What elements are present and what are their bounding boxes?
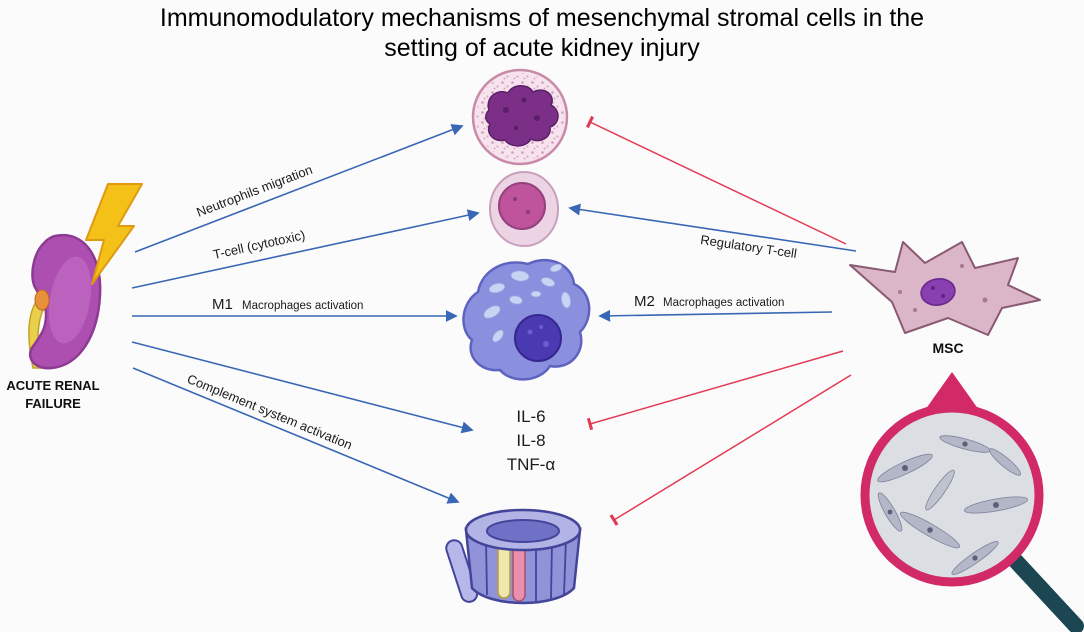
msc-granule xyxy=(913,308,917,312)
macrophage-vacuole xyxy=(530,290,542,298)
edge-kidney-to-cytokines xyxy=(131,341,474,434)
macrophage-vacuole xyxy=(560,291,572,309)
edge-label-regulatory-tcell: Regulatory T-cell xyxy=(699,232,798,261)
edge-kidney-to-neutrophil xyxy=(134,124,464,253)
neutrophil-nucleus-dot xyxy=(513,125,519,131)
edge-kidney-to-tcell xyxy=(131,209,480,289)
complement-slat-line xyxy=(550,541,553,600)
neutrophil-nucleus-dot xyxy=(521,97,527,103)
msc-granule xyxy=(898,290,902,294)
kidney-label-line1: ACUTE RENAL xyxy=(6,378,99,393)
macrophage-vacuole xyxy=(549,263,563,273)
edge-label-neutrophils-migration: Neutrophils migration xyxy=(194,162,314,220)
microscopy-cell xyxy=(989,448,1021,476)
edge-label-m1-prefix: M1 xyxy=(212,296,233,313)
magnifier-ring xyxy=(860,403,1044,587)
tcell-nucleus-dot xyxy=(526,210,530,214)
microscopy-nucleus xyxy=(993,502,999,508)
complement-complex xyxy=(445,508,582,605)
complement-slat-line xyxy=(485,539,488,596)
edge-msc-inhibits-cytokines xyxy=(586,350,844,431)
tcell-nucleus xyxy=(498,182,546,230)
magnifier xyxy=(860,372,1084,632)
microscopy-nucleus xyxy=(972,555,978,561)
macrophage-vacuole xyxy=(492,329,504,343)
cytokine-il8: IL-8 xyxy=(516,431,545,450)
edge-label-m2-activation: Macrophages activation xyxy=(663,297,784,309)
msc-nucleus-dot xyxy=(941,294,945,298)
macrophage-vacuole xyxy=(510,270,530,282)
magnifier-handle xyxy=(1005,550,1084,632)
neutrophil-cell xyxy=(471,68,569,166)
neutrophil-nucleus-dot xyxy=(503,107,509,113)
figure-title-line2: setting of acute kidney injury xyxy=(384,34,700,62)
cytokine-il6: IL-6 xyxy=(516,407,545,426)
msc-nucleus xyxy=(920,278,956,306)
lightning-bolt-icon xyxy=(85,183,143,285)
tcell-cytotoxic-cell xyxy=(489,171,559,247)
kidney-highlight xyxy=(48,256,92,344)
msc-nucleus-dot xyxy=(931,286,935,290)
microscopy-cell xyxy=(925,469,955,511)
macrophage-vacuole xyxy=(509,295,523,305)
edge-msc-to-macrophage-m2 xyxy=(598,309,833,322)
msc-granule xyxy=(982,297,988,303)
edge-label-m2-prefix: M2 xyxy=(634,293,655,310)
neutrophil-nucleus-dot xyxy=(534,115,540,121)
figure-title-line1: Immunomodulatory mechanisms of mesenchym… xyxy=(160,4,924,32)
microscopy-cells xyxy=(877,435,1028,575)
microscopy-nucleus xyxy=(962,441,968,447)
macrophage-nucleus-dot xyxy=(539,325,543,329)
edge-label-m1-activation: Macrophages activation xyxy=(242,300,363,312)
macrophage-nucleus xyxy=(514,314,562,362)
microscopy-nucleus xyxy=(927,527,933,533)
cytokines-list: IL-6 IL-8 TNF-α xyxy=(507,407,556,474)
tcell-nucleus-dot xyxy=(513,197,517,201)
neutrophil-nucleus xyxy=(485,85,559,147)
macrophage-nucleus-dot xyxy=(543,341,549,347)
edge-msc-to-tcell-regulatory xyxy=(568,203,857,252)
kidney-label-line2: FAILURE xyxy=(25,396,81,411)
macrophage-cell xyxy=(462,258,591,381)
edge-msc-inhibits-complement xyxy=(609,374,852,526)
kidney-illustration xyxy=(28,183,143,370)
kidney-renal-pelvis xyxy=(34,289,50,311)
edge-label-complement-activation: Complement system activation xyxy=(185,371,354,452)
edge-label-tcell-cytotoxic: T-cell (cytotoxic) xyxy=(212,227,307,262)
microscopy-nucleus xyxy=(887,509,893,515)
msc-cell xyxy=(849,241,1041,336)
edge-msc-inhibits-neutrophil xyxy=(586,115,847,245)
activation-arrows xyxy=(131,124,857,504)
msc-label: MSC xyxy=(932,340,963,356)
cytokine-tnf-alpha: TNF-α xyxy=(507,455,556,474)
edge-kidney-to-complement xyxy=(132,367,460,504)
macrophage-nucleus-dot xyxy=(527,329,533,335)
microscopy-nucleus xyxy=(902,465,908,471)
complement-slat-line xyxy=(563,537,567,595)
msc-granule xyxy=(960,264,964,268)
macrophage-vacuole xyxy=(488,282,506,294)
complement-pore xyxy=(486,519,560,543)
inhibition-lines xyxy=(586,115,852,526)
macrophage-vacuole xyxy=(483,305,501,319)
macrophage-vacuole xyxy=(540,277,556,287)
